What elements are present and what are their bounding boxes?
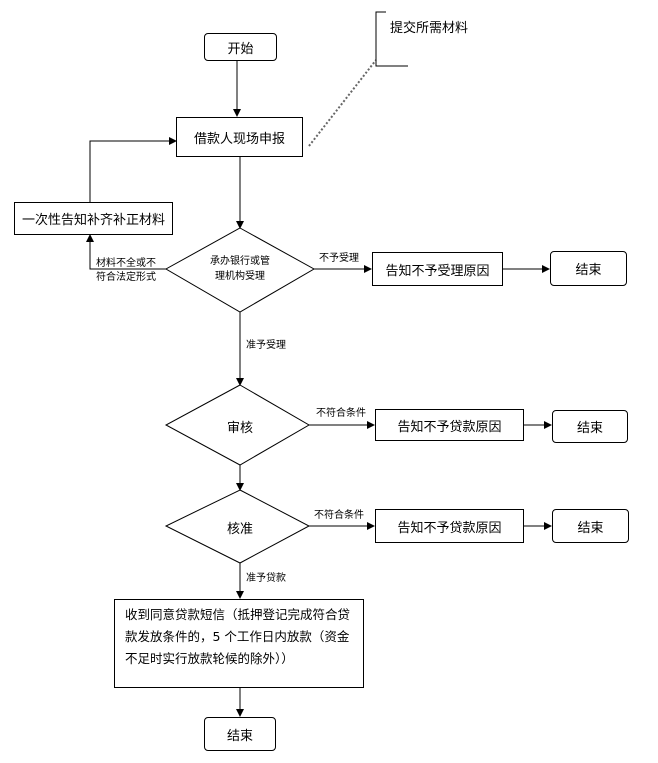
edge-supplement-apply	[89, 137, 177, 202]
supplement-node: 一次性告知补齐补正材料	[14, 202, 173, 235]
end-label-1: 结束	[575, 263, 602, 278]
reject-accept-label: 告知不予受理原因	[385, 263, 490, 279]
sms-notice-node: 收到同意贷款短信（抵押登记完成符合贷款发放条件的，5 个工作日内放款（资金不足时…	[114, 599, 364, 688]
reject-accept-node: 告知不予受理原因	[372, 252, 503, 286]
edge-label-not-qualified-review: 不符合条件	[316, 408, 366, 419]
end-node-3: 结束	[552, 509, 629, 543]
end-node-2: 结束	[552, 410, 628, 443]
end-label-2: 结束	[576, 421, 603, 436]
edge-label-not-accepted: 不予受理	[319, 253, 359, 264]
end-node-1: 结束	[550, 251, 627, 286]
edge-label-incomplete-line2: 符合法定形式	[96, 272, 156, 283]
apply-node: 借款人现场申报	[176, 117, 303, 157]
accept-decision-text: 承办银行或管 理机构受理	[186, 254, 294, 284]
approve-decision-text: 核准	[226, 522, 253, 537]
reject-loan-approve-label: 告知不予贷款原因	[397, 520, 502, 536]
supplement-label: 一次性告知补齐补正材料	[21, 213, 165, 228]
decision-review-diamond	[164, 384, 310, 466]
edge-label-accepted: 准予受理	[246, 340, 286, 351]
start-node: 开始	[204, 33, 277, 61]
reject-loan-review-node: 告知不予贷款原因	[375, 409, 524, 441]
review-decision-text: 审核	[226, 421, 253, 436]
reject-loan-approve-node: 告知不予贷款原因	[375, 509, 524, 543]
edge-label-not-qualified-approve: 不符合条件	[314, 510, 364, 521]
edge-label-incomplete-line1: 材料不全或不	[96, 258, 156, 269]
edge-label-loan-granted: 准予贷款	[246, 573, 286, 584]
note-materials: 提交所需材料	[390, 21, 469, 36]
note-connector	[308, 59, 377, 147]
start-label: 开始	[227, 41, 254, 57]
accept-decision-line1: 承办银行或管	[210, 256, 270, 267]
reject-loan-review-label: 告知不予贷款原因	[397, 419, 502, 435]
note-bracket	[375, 11, 408, 67]
edge-accept-supplement	[86, 234, 166, 270]
decision-approve-diamond	[164, 489, 311, 564]
accept-decision-line2: 理机构受理	[215, 271, 265, 282]
end-label-final: 结束	[226, 728, 253, 744]
apply-label: 借款人现场申报	[193, 131, 285, 147]
edge-label-incomplete: 材料不全或不 符合法定形式	[96, 257, 156, 285]
end-label-3: 结束	[577, 520, 604, 536]
end-node-final: 结束	[204, 717, 276, 751]
decision-accept-diamond	[164, 227, 316, 313]
